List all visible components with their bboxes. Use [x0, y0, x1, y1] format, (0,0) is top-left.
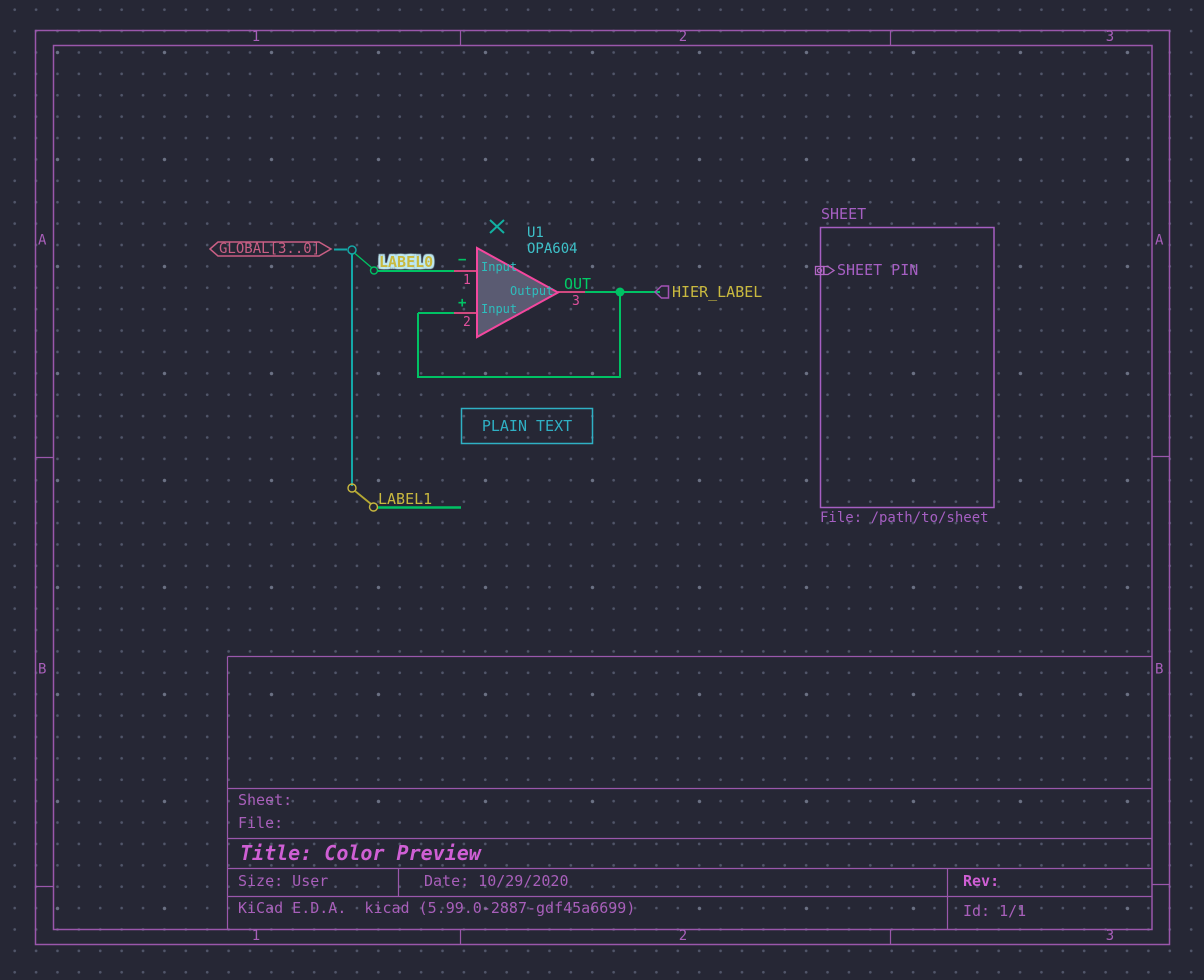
plain-text-box[interactable]: [460, 407, 594, 445]
pin3-number: 3: [572, 294, 580, 309]
titleblock-page-id: Id: 1/1: [963, 902, 1027, 920]
titleblock-date: Date: 10/29/2020: [424, 872, 569, 890]
frame-row-a-left: A: [38, 232, 47, 249]
titleblock-file-label: File:: [238, 814, 284, 832]
component-reference[interactable]: U1: [527, 225, 544, 241]
wires[interactable]: [377, 270, 661, 378]
pin2-number: 2: [463, 315, 471, 330]
frame-col-3-top: 3: [1105, 29, 1115, 45]
hier-label-shape[interactable]: [653, 285, 670, 299]
wire-entry[interactable]: [354, 253, 372, 268]
component-value[interactable]: OPA604: [527, 241, 578, 257]
titleblock-size: Size: User: [238, 872, 329, 890]
component-pins[interactable]: [454, 270, 585, 314]
bus-end-marker[interactable]: [347, 245, 357, 255]
bus-wire[interactable]: [334, 248, 353, 487]
frame-row-b-right: B: [1155, 661, 1164, 678]
pin2-sign: +: [458, 295, 467, 311]
pin1-name: Input: [481, 260, 518, 274]
pin2-name: Input: [481, 302, 518, 316]
frame-col-1-top: 1: [251, 29, 261, 45]
junction-dot[interactable]: [615, 287, 625, 297]
sheet-pin-icon[interactable]: [814, 265, 836, 276]
out-net-label[interactable]: OUT: [564, 275, 592, 293]
titleblock-sheet-label: Sheet:: [238, 791, 293, 809]
pin3-name: Output: [510, 284, 554, 298]
bus-entry-end1[interactable]: [347, 483, 357, 493]
titleblock-title: Title: Color Preview: [240, 841, 481, 865]
titleblock-rev-label: Rev:: [963, 872, 1000, 890]
sheet-file-text[interactable]: File: /path/to/sheet: [820, 510, 989, 526]
sheet-name[interactable]: SHEET: [821, 205, 867, 223]
title-block-lines: [226, 655, 1152, 930]
label0-text[interactable]: LABEL0: [379, 253, 434, 271]
frame-col-2-bottom: 2: [678, 928, 688, 944]
bus-entry[interactable]: [354, 490, 372, 505]
titleblock-generator: KiCad E.D.A. kicad (5.99.0-2887-gdf45a66…: [238, 899, 636, 917]
hier-label-text[interactable]: HIER_LABEL: [672, 283, 763, 301]
sheet-pin-text[interactable]: SHEET PIN: [837, 261, 919, 279]
opamp-symbol[interactable]: [476, 246, 561, 339]
sheet-outline[interactable]: [819, 226, 995, 509]
global-label-text[interactable]: GLOBAL[3..0]: [219, 241, 321, 257]
pin1-number: 1: [463, 273, 471, 288]
frame-col-2-top: 2: [678, 29, 688, 45]
label1-text[interactable]: LABEL1: [378, 490, 433, 508]
page-border: [34, 29, 1171, 946]
global-label-shape[interactable]: [208, 241, 333, 257]
frame-col-3-bottom: 3: [1105, 928, 1115, 944]
plain-text[interactable]: PLAIN TEXT: [481, 417, 573, 435]
wire-end-marker[interactable]: [369, 266, 379, 275]
bus-entry-end2[interactable]: [368, 502, 379, 512]
frame-row-b-left: B: [38, 661, 47, 678]
frame-col-1-bottom: 1: [251, 928, 261, 944]
x-marker-icon[interactable]: [489, 219, 505, 234]
frame-row-a-right: A: [1155, 232, 1164, 249]
pin1-sign: −: [458, 252, 467, 268]
